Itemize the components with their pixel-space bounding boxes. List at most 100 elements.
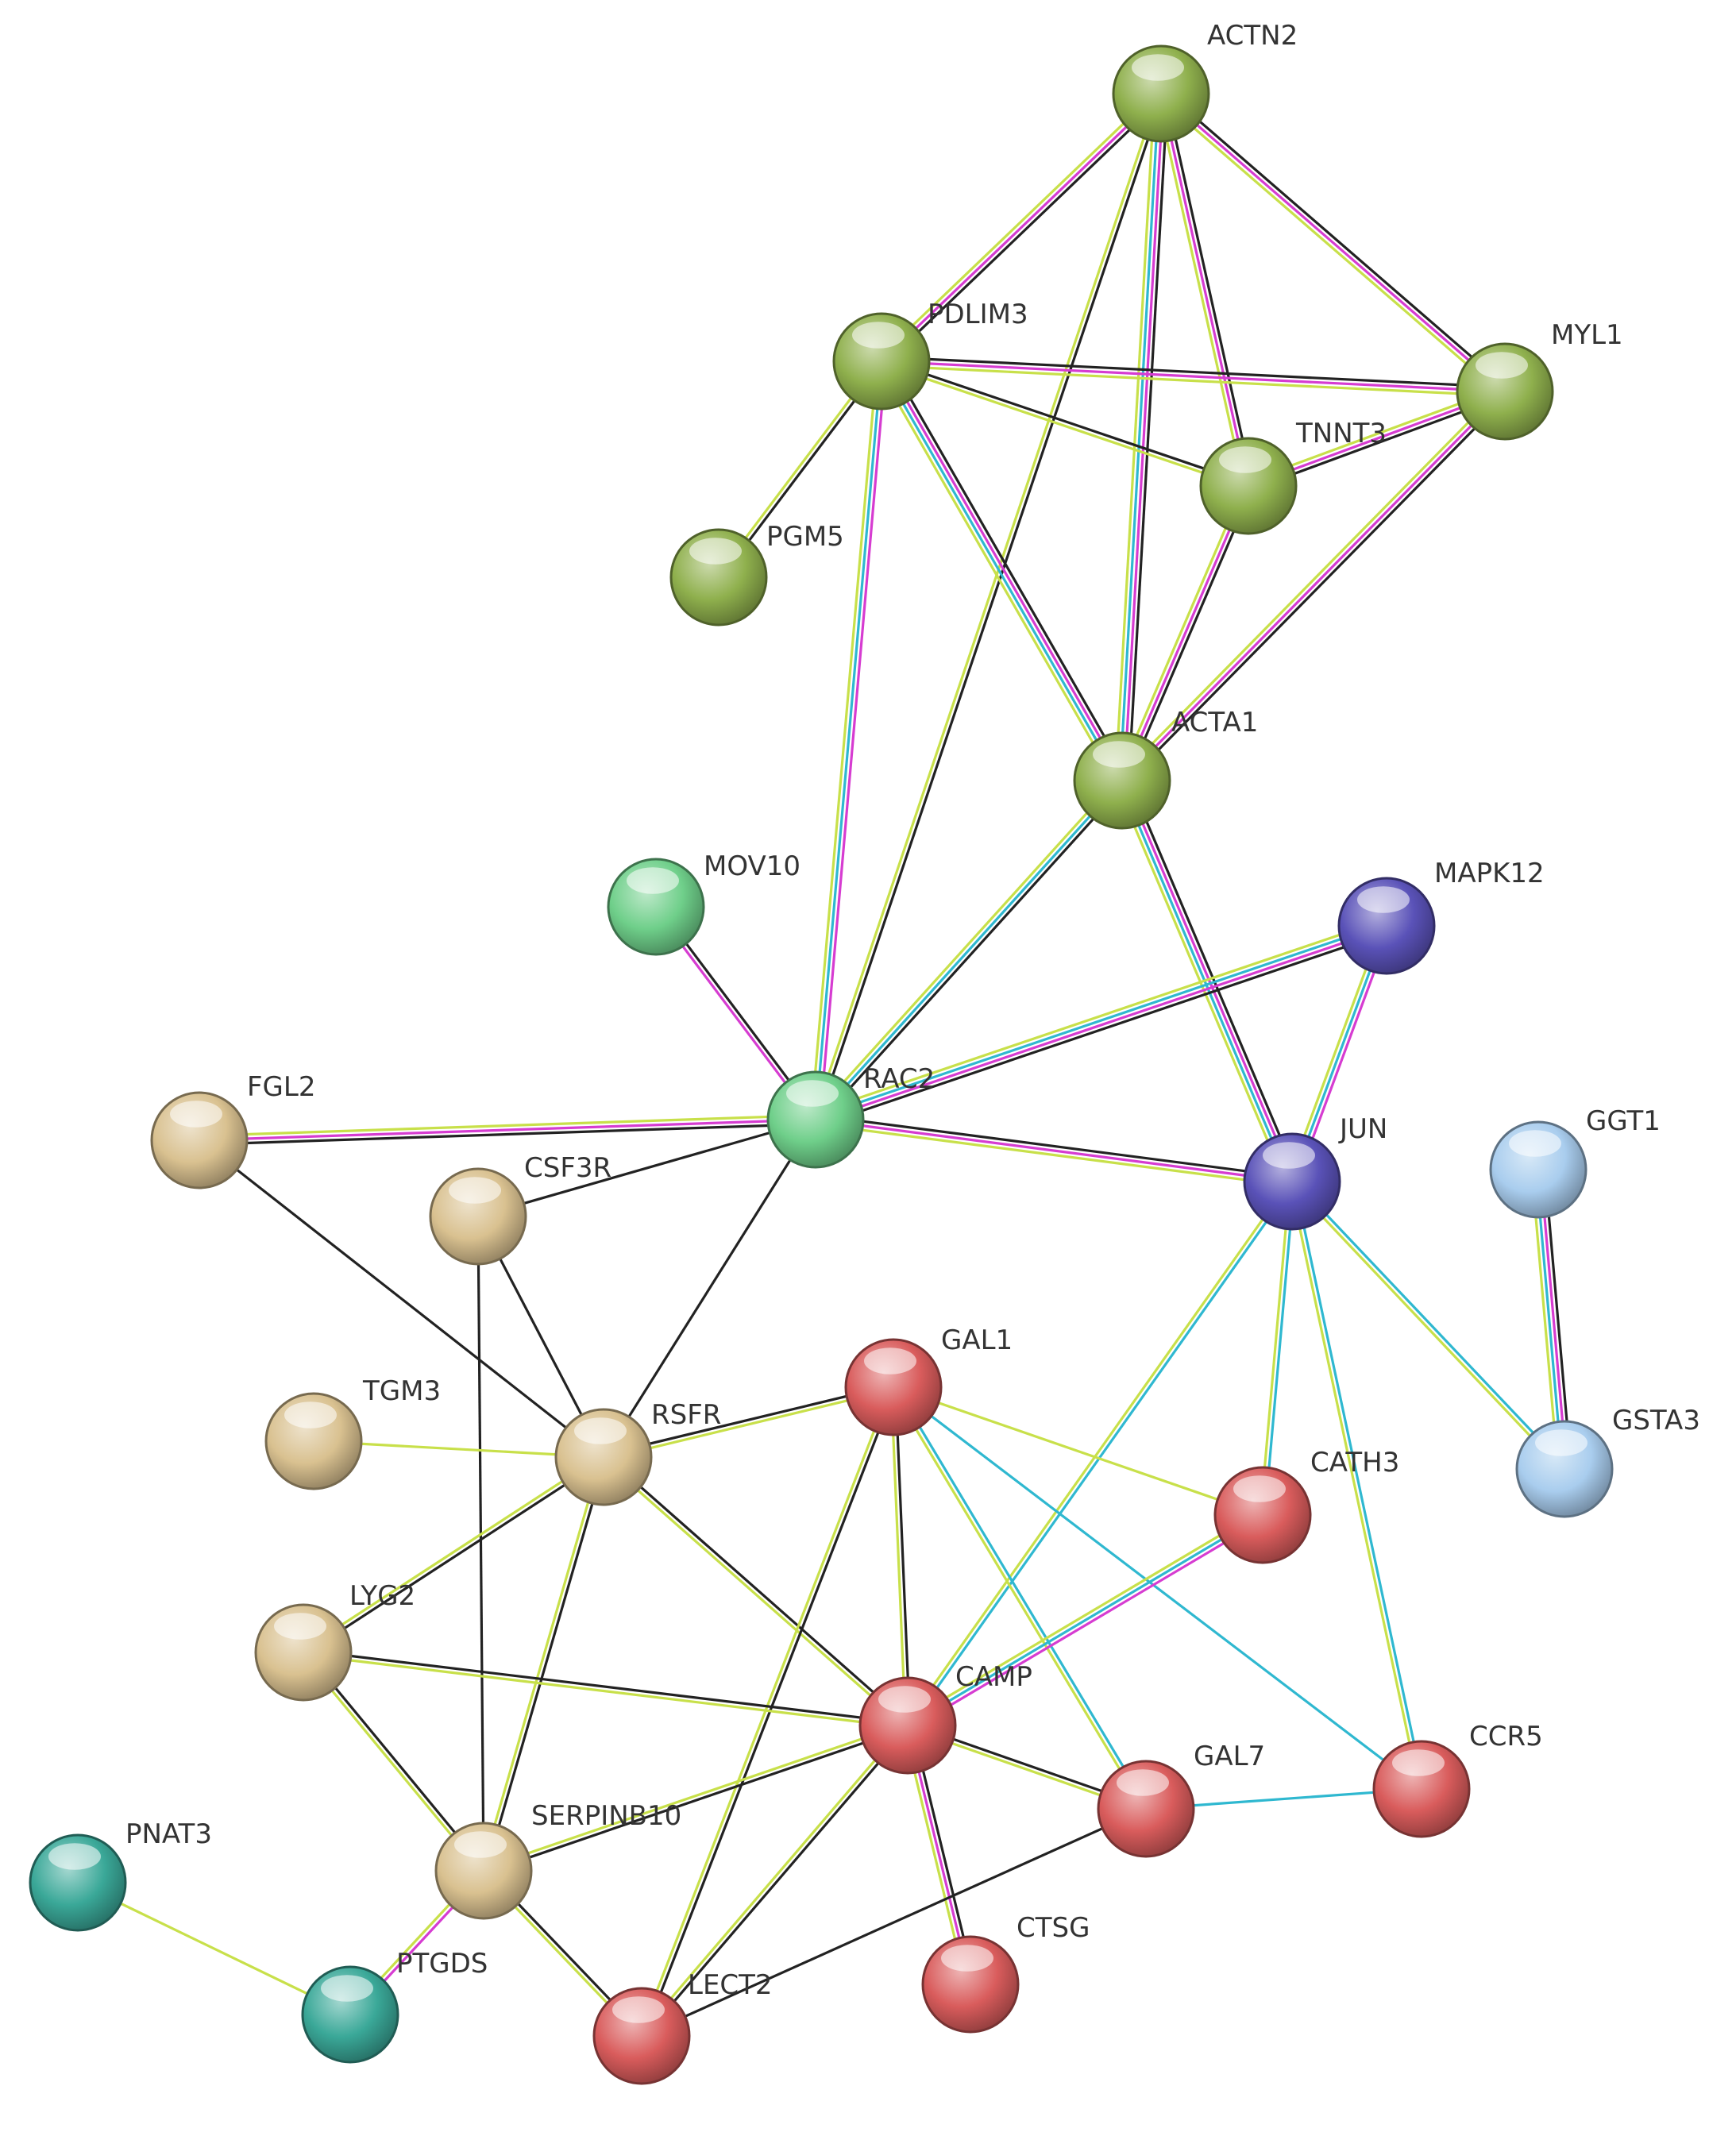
edge-evidence-line (894, 1386, 912, 1725)
node-tnnt3[interactable]: TNNT3 (1199, 418, 1387, 535)
node-highlight (1117, 1769, 1169, 1796)
edge-evidence-line (641, 1807, 1147, 2038)
node-jun[interactable]: JUN (1243, 1113, 1387, 1231)
edge-evidence-line (303, 1648, 909, 1725)
node-rac2[interactable]: RAC2 (766, 1063, 935, 1169)
node-rsfr[interactable]: RSFR (554, 1399, 721, 1506)
node-highlight (1476, 352, 1528, 379)
edge-evidence-line (880, 362, 1248, 490)
node-label: GGT1 (1586, 1105, 1661, 1137)
edge-evidence-line (1292, 1179, 1568, 1469)
edge-evidence-line (880, 92, 1163, 363)
node-acta1[interactable]: ACTA1 (1073, 707, 1258, 830)
edge-jun-gsta3 (1289, 1179, 1568, 1471)
edge-evidence-line (1163, 89, 1509, 390)
node-gal7[interactable]: GAL7 (1097, 1741, 1265, 1858)
edge-evidence-line (817, 931, 1390, 1128)
edge-evidence-line (1159, 92, 1506, 393)
edge-actn2-acta1 (1114, 93, 1169, 781)
node-ggt1[interactable]: GGT1 (1489, 1105, 1661, 1219)
node-label: MOV10 (704, 850, 800, 882)
edge-evidence-line (1543, 1169, 1572, 1469)
edge-evidence-line (1159, 93, 1250, 487)
edge-evidence-line (1114, 93, 1156, 781)
node-highlight (878, 1686, 931, 1713)
node-label: GAL7 (1194, 1741, 1265, 1772)
edge-evidence-line (1123, 94, 1165, 781)
edge-camp-serpinb10 (482, 1722, 909, 1875)
node-highlight (284, 1402, 337, 1428)
edge-evidence-line (303, 1653, 908, 1729)
edge-rac2-rsfr (602, 1119, 817, 1458)
node-csf3r[interactable]: CSF3R (429, 1152, 611, 1266)
edge-jun-ccr5 (1288, 1181, 1425, 1790)
node-label: JUN (1338, 1113, 1387, 1145)
edge-evidence-line (907, 1513, 1263, 1727)
edge-actn2-tnnt3 (1155, 92, 1254, 488)
node-lect2[interactable]: LECT2 (592, 1969, 773, 2085)
node-pnat3[interactable]: PNAT3 (29, 1818, 212, 1932)
edge-evidence-line (883, 95, 1165, 366)
node-ccr5[interactable]: CCR5 (1372, 1721, 1543, 1838)
edge-evidence-line (893, 1386, 1263, 1517)
node-pdlim3[interactable]: PDLIM3 (832, 299, 1028, 411)
node-highlight (449, 1177, 501, 1204)
edge-evidence-line (1289, 1182, 1564, 1471)
node-highlight (852, 322, 905, 349)
edge-rsfr-gal1 (602, 1383, 895, 1461)
edge-evidence-line (814, 922, 1387, 1119)
node-actn2[interactable]: ACTN2 (1112, 20, 1298, 143)
node-mapk12[interactable]: MAPK12 (1337, 858, 1545, 975)
node-serpinb10[interactable]: SERPINB10 (434, 1800, 681, 1920)
edge-evidence-line (812, 92, 1160, 1120)
edge-evidence-line (1259, 1181, 1291, 1515)
node-myl1[interactable]: MYL1 (1456, 319, 1623, 441)
edge-evidence-line (1288, 1182, 1421, 1790)
node-highlight (274, 1613, 326, 1640)
node-highlight (786, 1080, 839, 1107)
edge-evidence-line (816, 94, 1165, 1121)
node-gsta3[interactable]: GSTA3 (1515, 1405, 1700, 1518)
edge-evidence-line (889, 1387, 907, 1726)
node-tgm3[interactable]: TGM3 (264, 1375, 441, 1490)
node-highlight (454, 1831, 507, 1858)
node-pgm5[interactable]: PGM5 (669, 521, 844, 627)
edge-rsfr-lyg2 (301, 1454, 606, 1656)
node-label: GAL1 (941, 1324, 1013, 1356)
edge-evidence-line (818, 361, 888, 1120)
node-ctsg[interactable]: CTSG (921, 1912, 1090, 2034)
edge-evidence-line (874, 364, 1118, 785)
node-lyg2[interactable]: LYG2 (254, 1580, 415, 1702)
node-label: TNNT3 (1295, 418, 1387, 449)
node-gal1[interactable]: GAL1 (844, 1324, 1013, 1436)
edge-gal1-gal7 (890, 1385, 1149, 1811)
node-camp[interactable]: CAMP (858, 1661, 1032, 1775)
edge-pdlim3-myl1 (881, 355, 1506, 398)
edge-evidence-line (484, 1726, 909, 1875)
node-label: ACTN2 (1207, 20, 1298, 52)
edge-rsfr-camp (601, 1454, 910, 1729)
node-fgl2[interactable]: FGL2 (150, 1071, 315, 1189)
edge-evidence-line (815, 1122, 1292, 1188)
node-ptgds[interactable]: PTGDS (301, 1948, 488, 2064)
edge-evidence-line (878, 361, 1122, 783)
edge-actn2-pdlim3 (878, 89, 1165, 366)
edge-evidence-line (816, 927, 1388, 1124)
edge-evidence-line (303, 1457, 606, 1656)
edge-evidence-line (1530, 1170, 1560, 1470)
edge-evidence-line (602, 1119, 817, 1458)
edge-evidence-line (199, 1139, 604, 1459)
edge-gal1-camp (889, 1386, 912, 1726)
node-label: LECT2 (688, 1969, 773, 2001)
edge-gal1-cath3 (893, 1386, 1263, 1517)
node-cath3[interactable]: CATH3 (1213, 1447, 1399, 1564)
edge-evidence-line (885, 357, 1129, 778)
node-highlight (574, 1417, 627, 1444)
edge-evidence-line (1118, 93, 1160, 781)
edge-evidence-line (1114, 782, 1287, 1185)
node-label: LYG2 (349, 1580, 415, 1612)
edge-evidence-line (905, 1509, 1262, 1723)
edge-evidence-line (1539, 1169, 1568, 1469)
node-highlight (1132, 54, 1184, 81)
node-mov10[interactable]: MOV10 (607, 850, 800, 956)
